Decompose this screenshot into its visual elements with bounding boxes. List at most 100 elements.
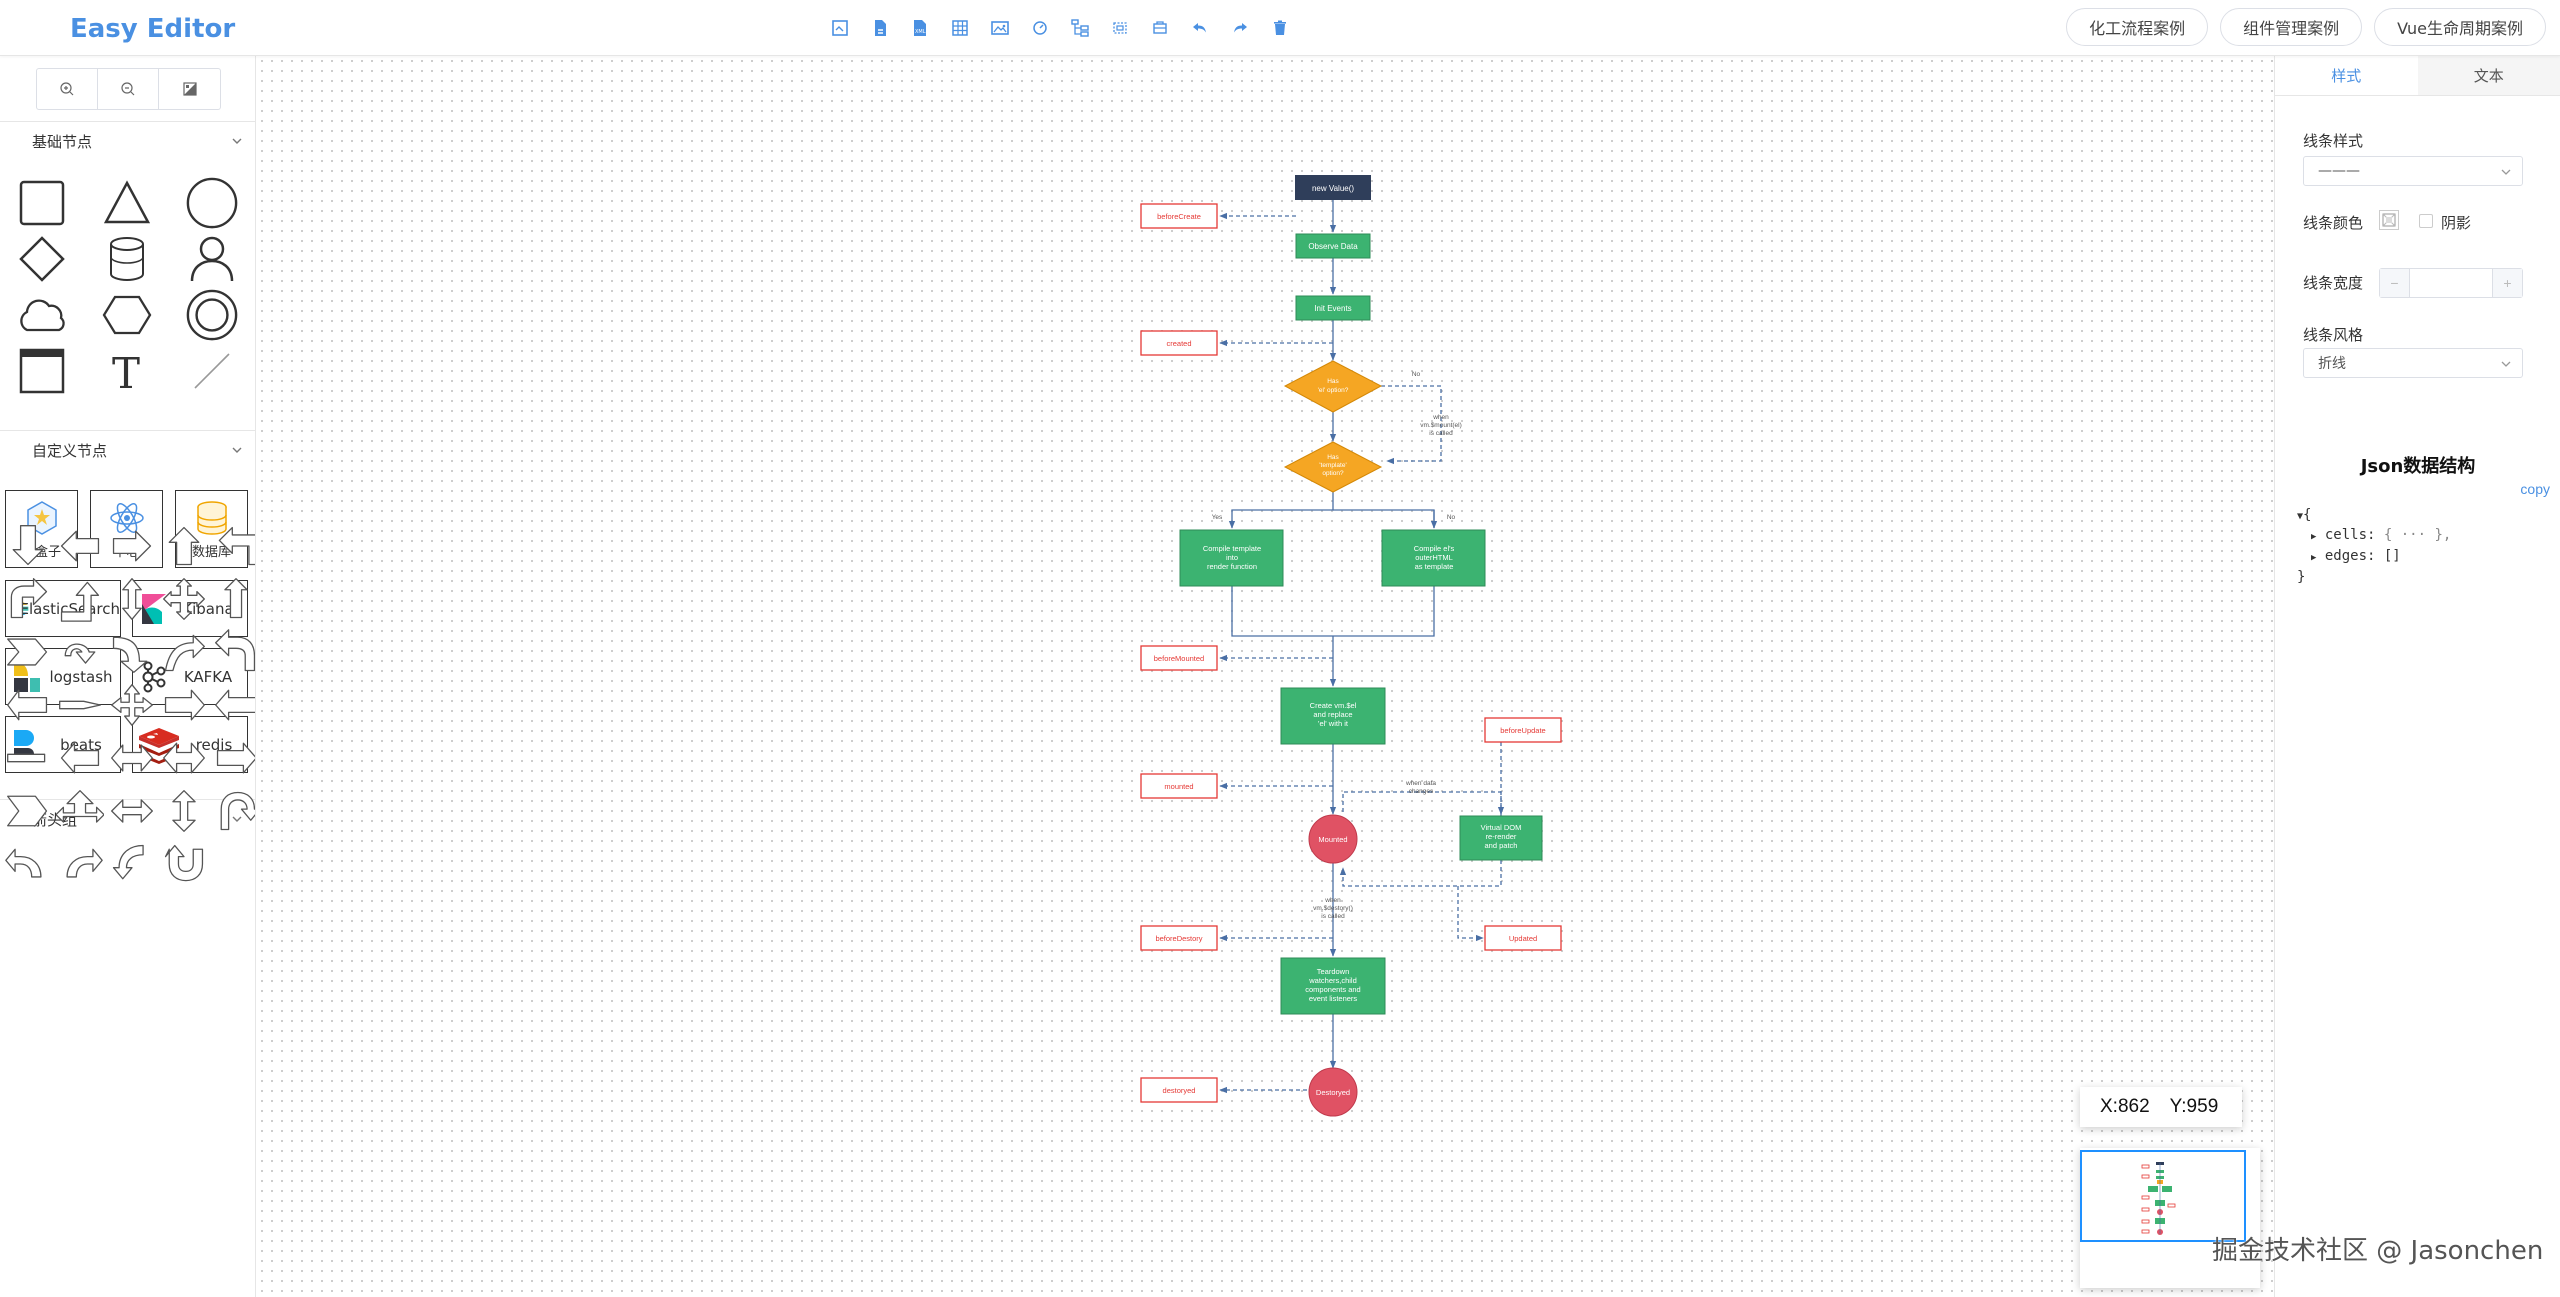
zoom-out-icon[interactable] <box>98 69 159 109</box>
arrow-shape[interactable] <box>210 573 255 625</box>
diagram-canvas[interactable]: new Value() Observe Data Init Events Has… <box>257 56 2274 1297</box>
node-create-el[interactable] <box>1280 687 1386 745</box>
arrow-shape[interactable] <box>54 732 106 784</box>
custom-nodes-header[interactable]: 自定义节点 <box>0 430 255 470</box>
node-new-value[interactable] <box>1295 175 1371 200</box>
hook-before-mount[interactable] <box>1140 645 1218 671</box>
vue-lifecycle-case-button[interactable]: Vue生命周期案例 <box>2374 8 2546 46</box>
line-style-select[interactable]: ——— <box>2303 156 2523 186</box>
arrow-shape[interactable] <box>54 520 106 572</box>
line-type-select[interactable]: 折线 <box>2303 348 2523 378</box>
arrow-shape[interactable] <box>54 573 106 625</box>
rectangle-shape[interactable] <box>15 176 69 230</box>
arrow-shape[interactable] <box>2 679 54 731</box>
triangle-shape[interactable] <box>100 176 154 230</box>
ungroup-icon[interactable] <box>1140 14 1180 42</box>
node-compile-template[interactable] <box>1179 529 1284 587</box>
export-file-icon[interactable] <box>860 14 900 42</box>
hook-before-create[interactable] <box>1140 203 1218 229</box>
grid-icon[interactable] <box>940 14 980 42</box>
minimap-viewport[interactable] <box>2080 1150 2246 1242</box>
text-shape[interactable]: T <box>100 344 154 398</box>
arrow-shape[interactable] <box>158 838 210 890</box>
arrow-shape[interactable] <box>2 573 54 625</box>
fit-screen-icon[interactable] <box>1020 14 1060 42</box>
arrow-shape[interactable] <box>54 679 106 731</box>
line-color-swatch[interactable] <box>2379 210 2399 230</box>
container-shape[interactable] <box>15 344 69 398</box>
group-icon[interactable] <box>1100 14 1140 42</box>
arrow-shape[interactable] <box>210 520 255 572</box>
arrow-shape[interactable] <box>210 679 255 731</box>
arrow-shape[interactable] <box>210 626 255 678</box>
tab-text[interactable]: 文本 <box>2417 56 2560 95</box>
node-destroyed[interactable] <box>1308 1067 1358 1117</box>
node-init-events[interactable] <box>1295 295 1371 321</box>
fit-icon[interactable] <box>159 69 220 109</box>
arrow-shape[interactable] <box>158 520 210 572</box>
background-image-icon[interactable] <box>980 14 1020 42</box>
export-image-icon[interactable] <box>820 14 860 42</box>
arrow-shape[interactable] <box>106 626 158 678</box>
arrow-shape[interactable] <box>106 573 158 625</box>
arrow-shape[interactable] <box>106 679 158 731</box>
hook-before-update[interactable] <box>1484 717 1562 743</box>
arrow-shape[interactable] <box>158 732 210 784</box>
json-cells-value[interactable]: { ··· }, <box>2383 527 2452 543</box>
node-mounted[interactable] <box>1308 814 1358 864</box>
arrow-shape[interactable] <box>106 838 158 890</box>
hook-mounted[interactable] <box>1140 773 1218 799</box>
actor-shape[interactable] <box>185 232 239 286</box>
node-virtual-dom[interactable] <box>1459 815 1543 861</box>
node-teardown[interactable] <box>1280 957 1386 1015</box>
expand-icon[interactable]: ▶ <box>2311 553 2317 563</box>
double-circle-shape[interactable] <box>185 288 239 342</box>
hexagon-shape[interactable] <box>100 288 154 342</box>
component-case-button[interactable]: 组件管理案例 <box>2220 8 2363 46</box>
undo-icon[interactable] <box>1180 14 1220 42</box>
export-xml-icon[interactable]: XML <box>900 14 940 42</box>
tab-style[interactable]: 样式 <box>2331 67 2362 85</box>
arrow-shape[interactable] <box>106 520 158 572</box>
collapse-icon[interactable]: ▼ <box>2297 511 2304 522</box>
arrow-shape[interactable] <box>158 626 210 678</box>
minimap[interactable] <box>2080 1148 2260 1288</box>
arrow-shape[interactable] <box>158 679 210 731</box>
line-width-plus[interactable]: + <box>2492 269 2522 297</box>
arrow-shape[interactable] <box>210 732 255 784</box>
node-compile-outer[interactable] <box>1381 529 1486 587</box>
chemical-case-button[interactable]: 化工流程案例 <box>2066 8 2209 46</box>
hook-destroyed[interactable] <box>1140 1077 1218 1103</box>
circle-shape[interactable] <box>185 176 239 230</box>
hook-created[interactable] <box>1140 330 1218 356</box>
arrow-shape[interactable] <box>54 626 106 678</box>
cylinder-shape[interactable] <box>100 232 154 286</box>
beats-node[interactable]: beats <box>5 716 121 773</box>
expand-icon[interactable]: ▶ <box>2311 532 2317 542</box>
arrow-shape[interactable] <box>54 838 106 890</box>
decision-has-template[interactable] <box>1283 441 1383 493</box>
node-observe-data[interactable] <box>1295 233 1371 259</box>
line-width-minus[interactable]: − <box>2380 269 2410 297</box>
cloud-shape[interactable] <box>15 288 69 342</box>
arrow-shape[interactable] <box>54 785 106 837</box>
arrow-shape[interactable] <box>210 785 255 837</box>
basic-nodes-header[interactable]: 基础节点 <box>0 121 255 161</box>
arrow-shape[interactable] <box>106 785 158 837</box>
arrow-shape[interactable] <box>158 785 210 837</box>
auto-layout-icon[interactable] <box>1060 14 1100 42</box>
shadow-checkbox[interactable] <box>2419 214 2433 228</box>
arrow-shape[interactable] <box>2 520 54 572</box>
domain-box-node[interactable]: 域盒子 <box>5 490 78 568</box>
zoom-in-icon[interactable] <box>37 69 98 109</box>
arrow-shape[interactable] <box>2 732 54 784</box>
decision-has-el[interactable] <box>1283 360 1383 413</box>
delete-icon[interactable] <box>1260 14 1300 42</box>
arrow-shape[interactable] <box>2 838 54 890</box>
hook-updated[interactable] <box>1484 925 1562 951</box>
arrow-shape[interactable] <box>106 732 158 784</box>
diamond-shape[interactable] <box>15 232 69 286</box>
arrow-shape[interactable] <box>158 573 210 625</box>
arrow-shape[interactable] <box>2 626 54 678</box>
line-shape[interactable] <box>185 344 239 398</box>
